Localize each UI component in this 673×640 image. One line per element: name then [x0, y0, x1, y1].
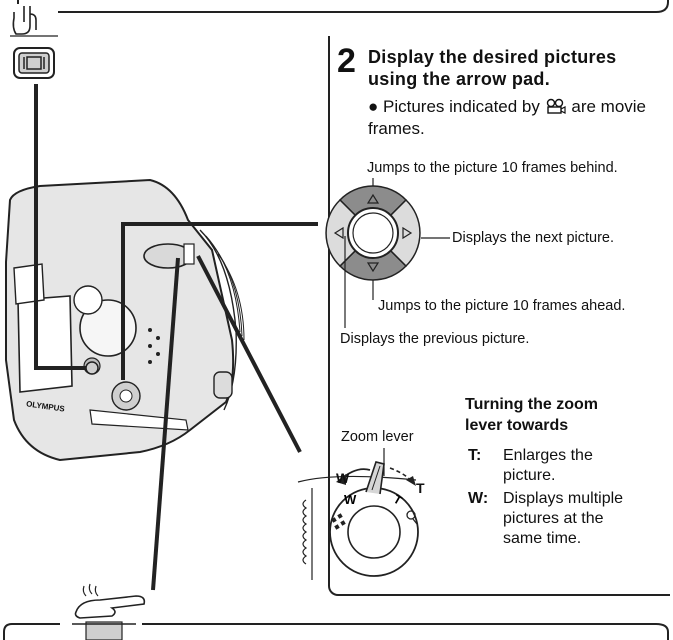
arrow-left-label: Displays the previous picture. — [340, 331, 530, 347]
zoom-w-key: W: — [468, 490, 489, 507]
zoom-w-description: Displays multiple pictures at the same t… — [503, 490, 624, 547]
arrow-down-icon — [366, 262, 380, 273]
step-title: Display the desired pictures using the a… — [368, 47, 617, 89]
arrow-right-icon — [402, 226, 413, 240]
hand-press-icon — [10, 6, 58, 79]
zoom-lever-leader — [383, 448, 385, 476]
arrow-up-icon — [366, 193, 380, 204]
zoom-lever-illustration: W T — [297, 461, 419, 580]
zoom-magnify-icon — [406, 510, 416, 520]
zoom-w-arrow-label: W — [336, 470, 350, 486]
arrow-left-icon — [333, 226, 344, 240]
bullet-text-after: are movie frames. — [368, 97, 646, 138]
bullet-text-before: Pictures indicated by — [383, 97, 540, 116]
step-bullet: ● Pictures indicated by are movie frames… — [368, 96, 668, 140]
zoom-t-key: T: — [468, 447, 482, 464]
step-number: 2 — [337, 42, 356, 80]
zoom-heading: Turning the zoom lever towards — [465, 396, 599, 434]
movie-frame-icon — [546, 98, 566, 114]
dial-w-mark: W — [344, 492, 357, 507]
arrow-right-label: Displays the next picture. — [452, 230, 614, 246]
arrow-up-label: Jumps to the picture 10 frames behind. — [367, 160, 618, 176]
arrow-pad-illustration — [325, 185, 421, 281]
zoom-t-description: Enlarges the picture. — [503, 447, 593, 484]
finger-press-icon — [72, 583, 146, 640]
bullet-dot-icon: ● — [368, 97, 379, 116]
zoom-lever-label: Zoom lever — [341, 429, 414, 445]
zoom-grid-icon — [331, 513, 346, 530]
ok-center-button — [347, 207, 399, 259]
zoom-t-arrow-label: T — [416, 480, 425, 496]
arrow-down-label: Jumps to the picture 10 frames ahead. — [378, 298, 626, 314]
step-panel-border — [328, 36, 670, 596]
